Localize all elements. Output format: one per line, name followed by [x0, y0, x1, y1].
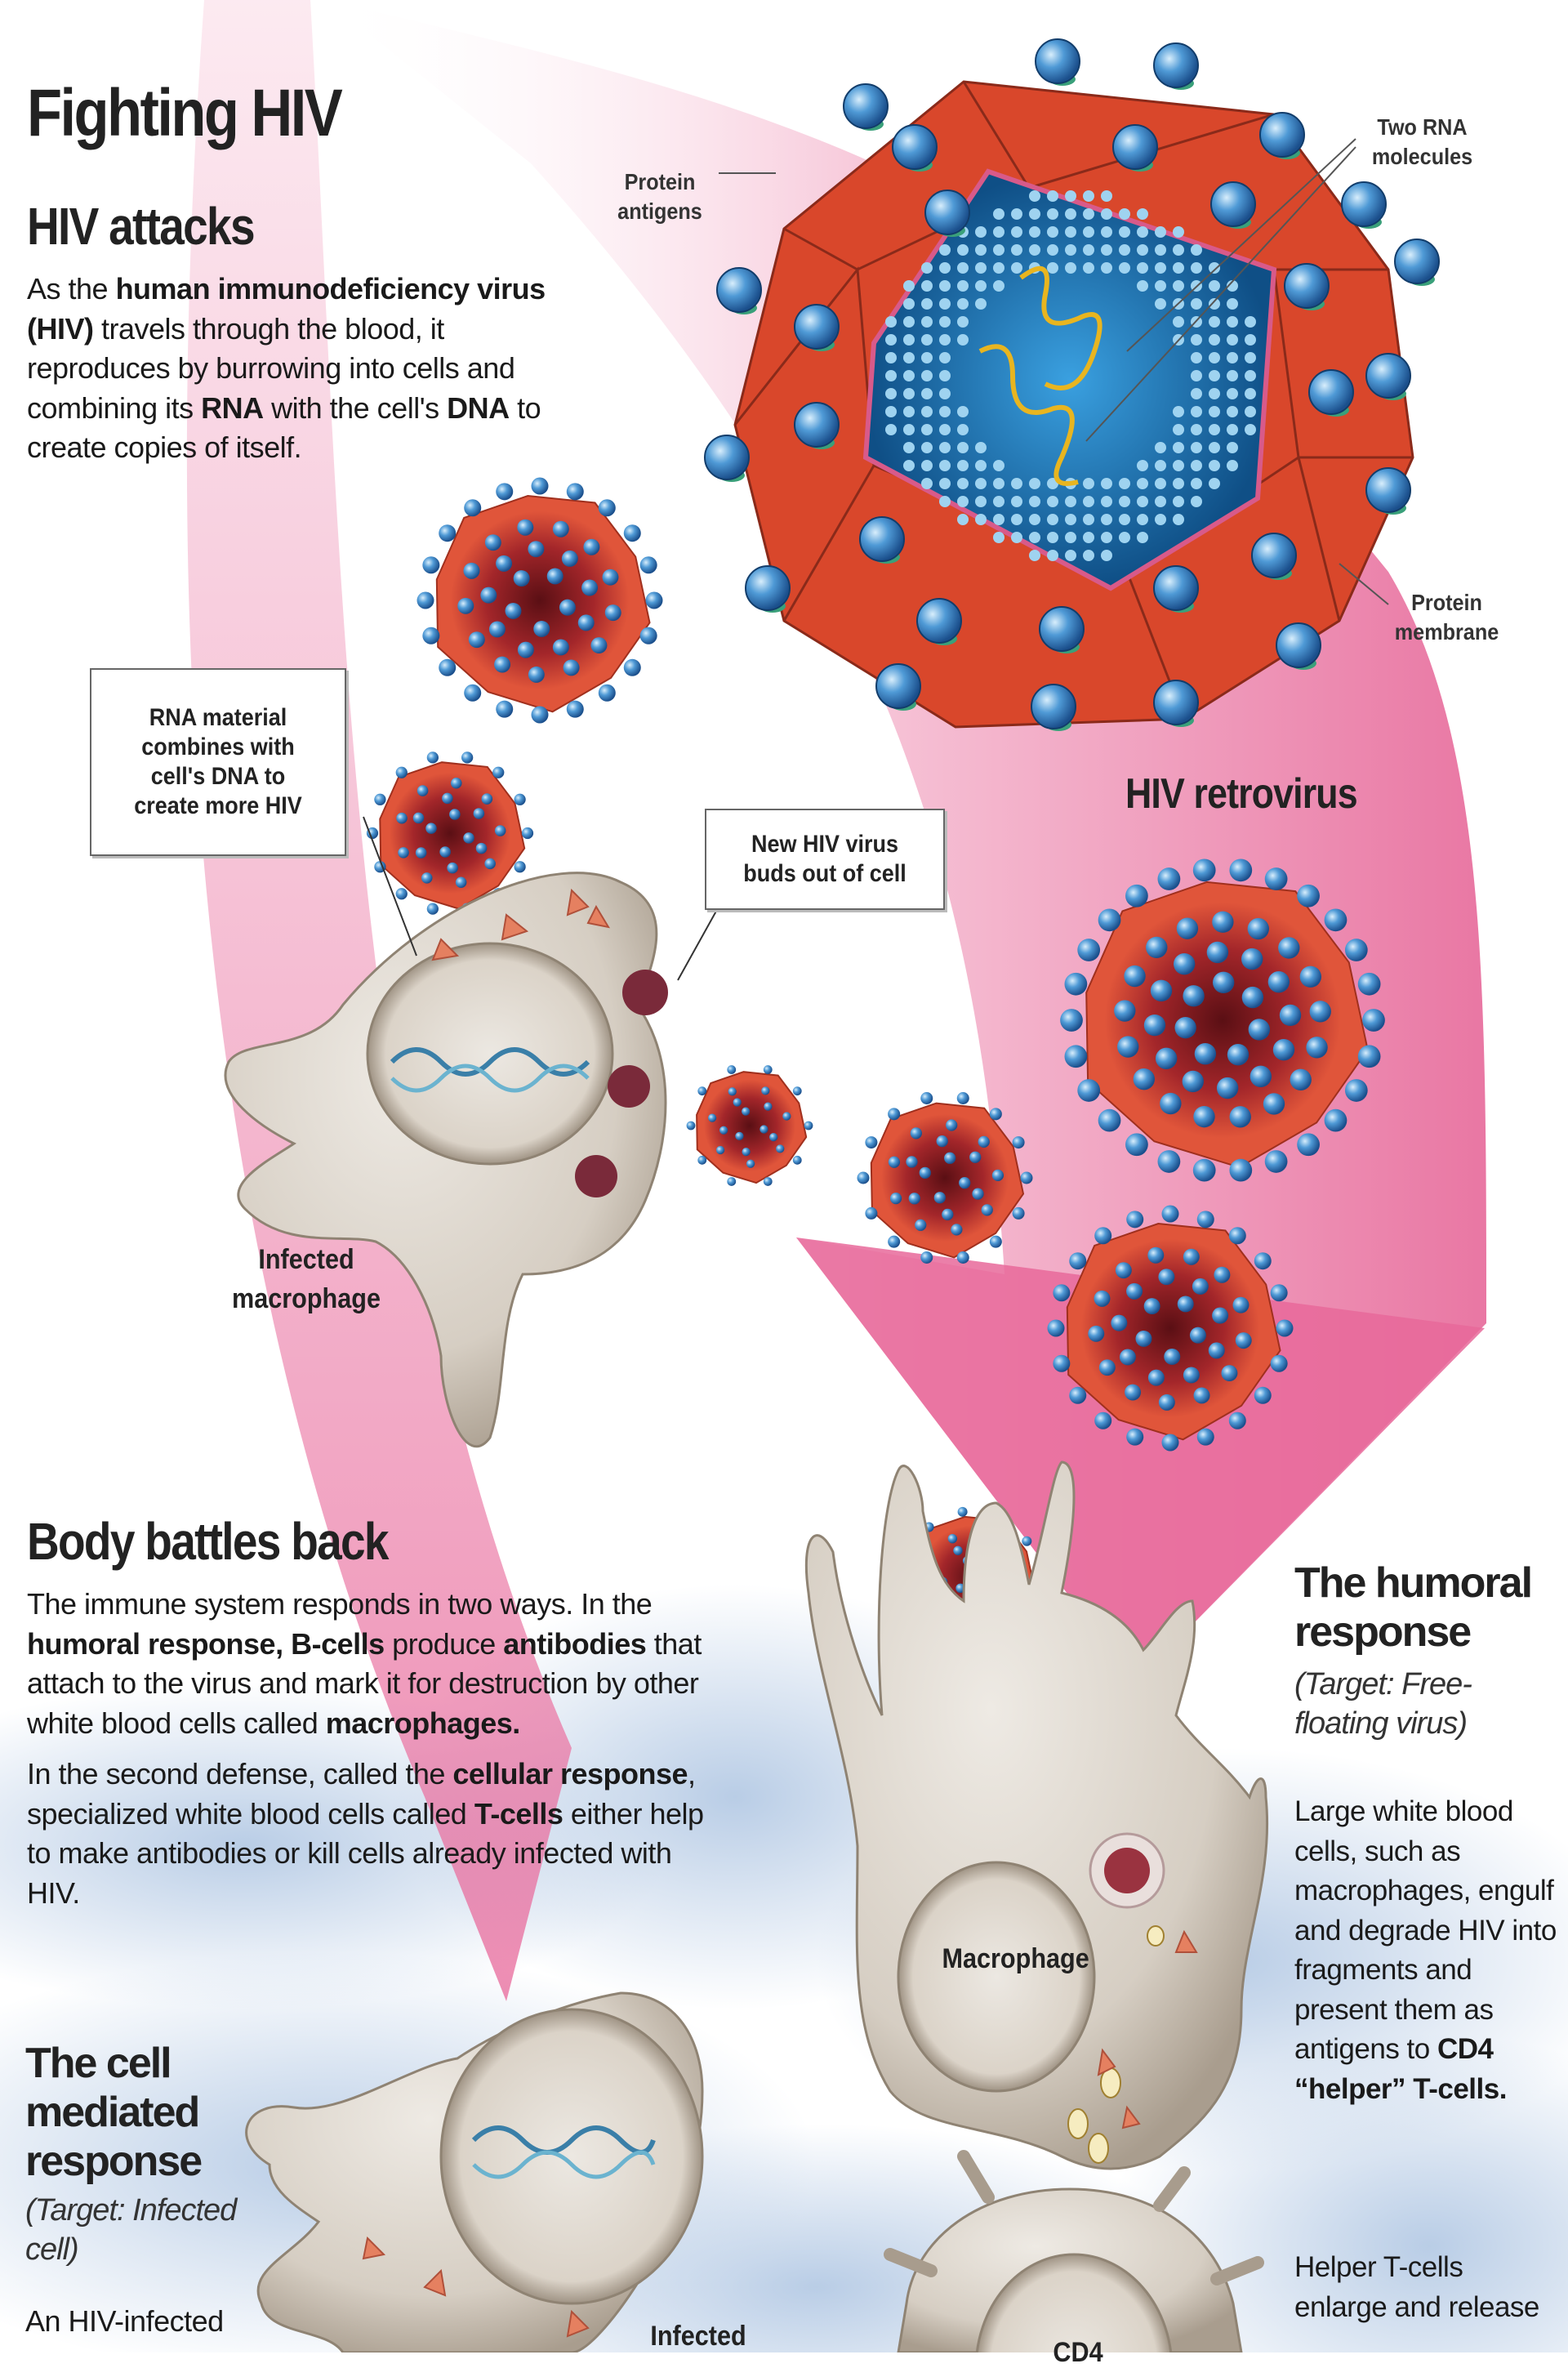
- label-two-rna-molecules: Two RNA molecules: [1371, 114, 1473, 169]
- text-run-bold: RNA: [201, 390, 264, 425]
- hiv-virion: [366, 751, 534, 915]
- humoral-response-heading: The humoral response: [1294, 1559, 1533, 1656]
- surface-knob: [1031, 684, 1076, 731]
- surface-knob: [1035, 38, 1080, 86]
- text-run: In the second defense, called the: [27, 1757, 453, 1790]
- text-run-bold: human immunodeficiency virus (HIV): [27, 272, 546, 346]
- helper-t-cells-paragraph: Helper T-cells enlarge and release: [1294, 2251, 1539, 2323]
- surface-knob: [1308, 369, 1354, 417]
- surface-knob: [794, 304, 840, 351]
- surface-knob: [1153, 565, 1199, 613]
- text-run-bold: DNA: [447, 390, 510, 425]
- body-battles-back-heading: Body battles back: [27, 1512, 390, 1571]
- text-run-bold: macrophages.: [325, 1706, 521, 1740]
- text-run-bold: cellular response: [452, 1757, 688, 1790]
- hiv-attacks-paragraph: As the human immunodeficiency virus (HIV…: [27, 270, 550, 468]
- surface-knob: [916, 598, 962, 645]
- surface-knob: [924, 190, 970, 237]
- text-run: travels through the blood, it reproduces…: [27, 311, 515, 425]
- cd4-t-cell: [884, 2150, 1264, 2352]
- battles-text-column: The immune system responds in two ways. …: [27, 1585, 705, 1913]
- humoral-target: (Target: Free-floating virus): [1294, 1667, 1472, 1741]
- surface-knob: [1365, 353, 1411, 400]
- surface-knob: [1153, 42, 1199, 90]
- humoral-text-column: The humoral response (Target: Free-float…: [1294, 1559, 1564, 2109]
- surface-knob: [1276, 622, 1321, 670]
- rna-strand-icon: [978, 344, 1079, 486]
- label-protein-antigens: Protein antigens: [617, 169, 702, 224]
- surface-knob: [1153, 680, 1199, 727]
- text-run: produce: [384, 1626, 504, 1661]
- label-cd4: CD4: [1053, 2337, 1103, 2368]
- surface-knob: [1039, 606, 1085, 653]
- surface-knob: [704, 435, 750, 482]
- hiv-virion: [416, 477, 663, 724]
- surface-knob: [716, 267, 762, 314]
- text-run-bold: antibodies: [503, 1626, 647, 1661]
- cell-mediated-heading: The cell mediated response: [25, 2040, 203, 2185]
- surface-knob: [1394, 239, 1440, 286]
- infected-macrophage-cell: [224, 816, 719, 1448]
- text-run: , specialized white blood cells called: [27, 1757, 696, 1831]
- surface-knob: [1259, 112, 1305, 159]
- surface-knob: [1341, 181, 1387, 229]
- cell-mediated-paragraph: An HIV-infected: [25, 2304, 224, 2338]
- surface-knob: [843, 83, 889, 131]
- surface-knob: [892, 124, 938, 172]
- core-protein-dots: [885, 190, 1256, 561]
- text-run: either help to make antibodies or kill c…: [27, 1796, 704, 1910]
- battles-paragraph-2: In the second defense, called the cellul…: [27, 1755, 705, 1913]
- new-virus-text: New HIV virus buds out of cell: [743, 831, 906, 887]
- label-infected: Infected: [650, 2321, 746, 2352]
- text-run-bold: T-cells: [474, 1796, 564, 1831]
- leader-lines: [719, 138, 1389, 605]
- label-macrophage: Macrophage: [942, 1943, 1089, 1974]
- rna-material-text: RNA material combines with cell's DNA to…: [134, 704, 302, 819]
- hiv-virion: [857, 1092, 1033, 1264]
- hiv-retrovirus-diagram: [704, 38, 1440, 731]
- hiv-virion: [1047, 1205, 1294, 1452]
- cell-mediated-target: (Target: Infected cell): [25, 2193, 237, 2267]
- surface-knob: [859, 516, 905, 564]
- humoral-paragraph: Large white blood cells, such as macroph…: [1294, 1792, 1564, 2109]
- text-run-bold: humoral response, B-cells: [27, 1626, 385, 1661]
- surface-knob: [875, 663, 921, 711]
- text-run: to create copies of itself.: [27, 390, 541, 465]
- surface-knob: [1210, 181, 1256, 229]
- surface-knob: [1284, 263, 1330, 310]
- cell-mediated-text-column: The cell mediated response (Target: Infe…: [25, 2039, 270, 2342]
- surface-knob: [1112, 124, 1158, 172]
- text-run-bold: CD4 “helper” T-cells.: [1294, 2033, 1507, 2105]
- main-pink-arrow-head: [796, 1238, 1485, 1683]
- macrophage-cell: [804, 1460, 1269, 2170]
- text-run: As the: [27, 272, 116, 305]
- surface-knob: [745, 565, 791, 613]
- battles-paragraph-1: The immune system responds in two ways. …: [27, 1585, 705, 1743]
- rna-material-callout: RNA material combines with cell's DNA to…: [90, 668, 346, 856]
- infected-cell: [245, 1991, 704, 2352]
- hiv-attacks-heading: HIV attacks: [27, 197, 256, 256]
- text-run: The immune system responds in two ways. …: [27, 1587, 653, 1621]
- surface-knob: [1365, 467, 1411, 515]
- rna-strand-icon: [1019, 265, 1102, 390]
- surface-knob: [1251, 533, 1297, 580]
- new-virus-callout: New HIV virus buds out of cell: [705, 809, 945, 910]
- label-infected-macrophage: Infected macrophage: [232, 1244, 381, 1314]
- label-hiv-retrovirus: HIV retrovirus: [1125, 770, 1358, 818]
- page-title: Fighting HIV: [27, 76, 343, 150]
- text-run: Large white blood cells, such as macroph…: [1294, 1795, 1557, 2065]
- hiv-virion: [1060, 858, 1385, 1182]
- hiv-virion: [686, 1065, 813, 1186]
- text-run: that attach to the virus and mark it for…: [27, 1626, 702, 1740]
- surface-knobs: [704, 38, 1440, 731]
- label-protein-membrane: Protein membrane: [1394, 590, 1499, 644]
- surface-knob: [794, 402, 840, 449]
- text-run: with the cell's: [263, 390, 448, 425]
